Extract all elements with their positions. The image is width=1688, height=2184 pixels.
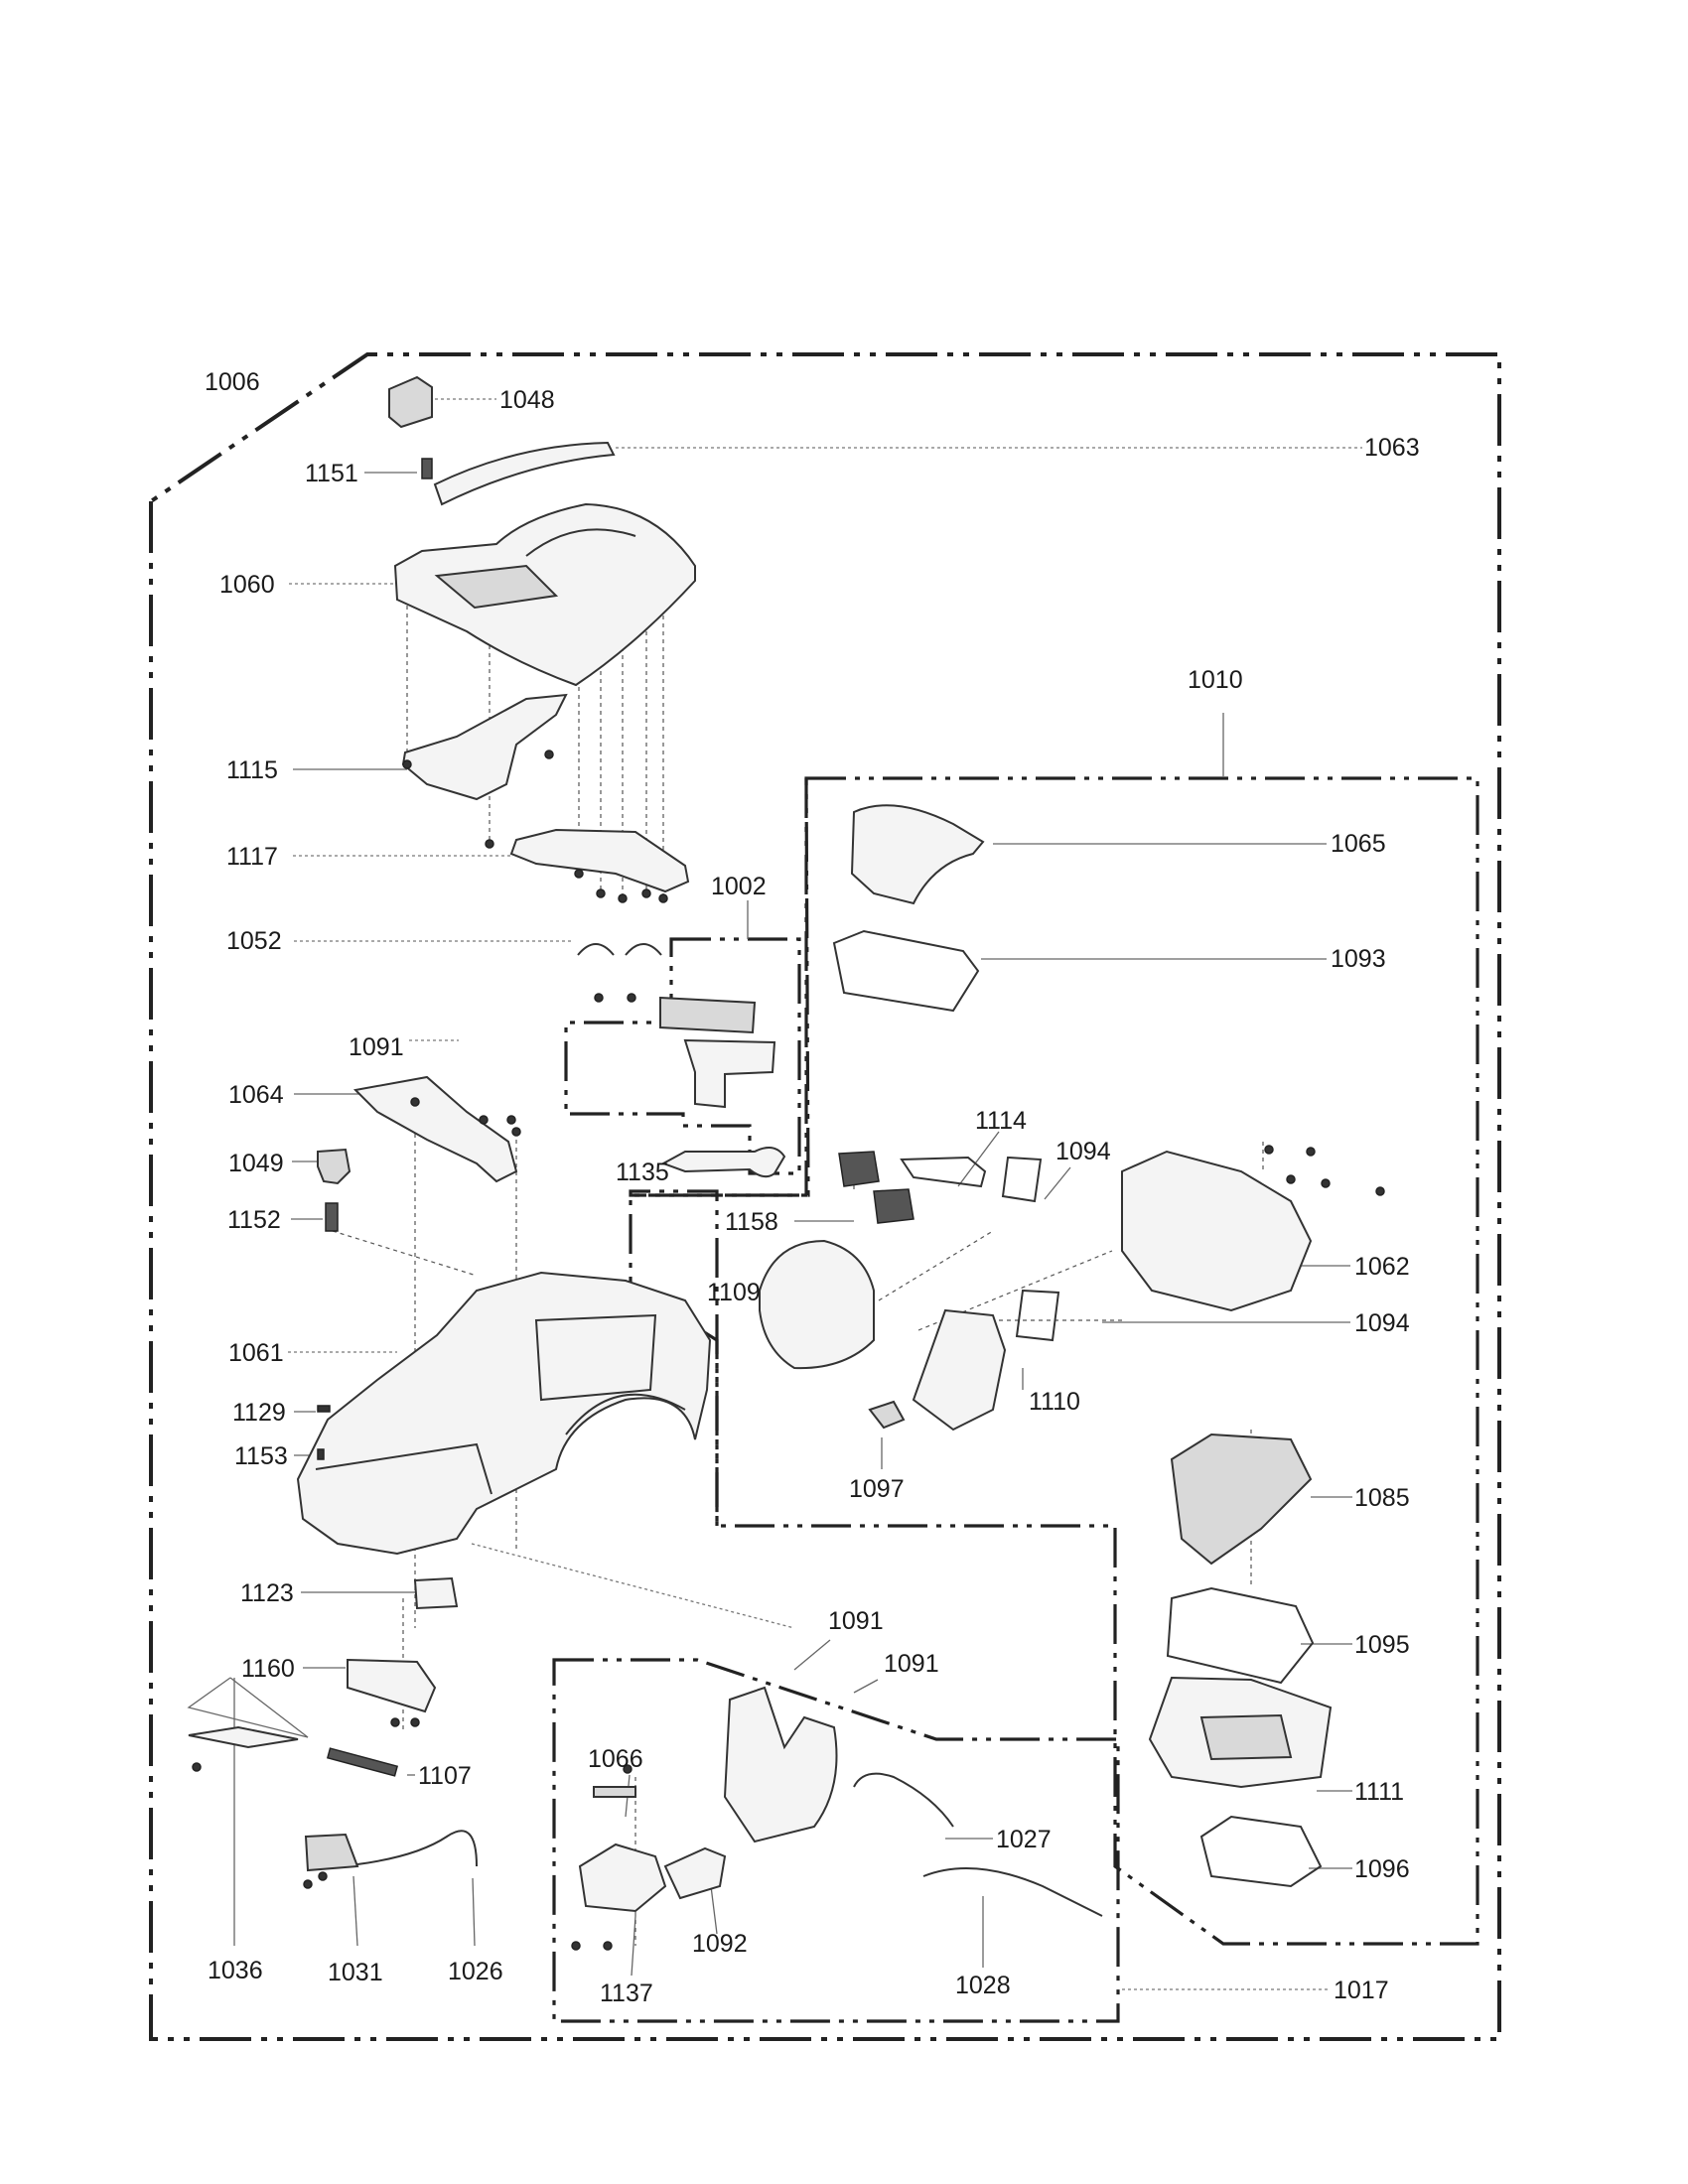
part-1094b [1015, 1289, 1060, 1342]
callout-1096: 1096 [1354, 1855, 1410, 1883]
part-1052b [625, 943, 662, 956]
callout-1091a: 1091 [349, 1033, 404, 1061]
callout-1117: 1117 [226, 843, 278, 871]
part-1052a [577, 943, 615, 956]
callout-1062: 1062 [1354, 1253, 1410, 1281]
callout-1026: 1026 [448, 1958, 503, 1985]
part-1061 [296, 1271, 712, 1556]
part-1048 [388, 375, 433, 429]
part-1092 [663, 1846, 727, 1900]
callout-1006: 1006 [205, 368, 260, 396]
callout-1065: 1065 [1331, 830, 1386, 858]
part-1158b [873, 1188, 914, 1224]
part-1036 [188, 1725, 299, 1749]
part-1026 [356, 1830, 478, 1867]
callout-1031: 1031 [328, 1959, 383, 1986]
callout-1091b: 1091 [828, 1607, 884, 1635]
callout-1153: 1153 [234, 1442, 288, 1470]
part-1153 [317, 1448, 325, 1460]
callout-1064: 1064 [228, 1081, 284, 1109]
callout-1092: 1092 [692, 1930, 748, 1958]
callout-1151: 1151 [305, 460, 358, 487]
boundary-1010 [629, 776, 1479, 1946]
callout-1028: 1028 [955, 1972, 1011, 1999]
part-1094a [1001, 1156, 1043, 1203]
callout-1093: 1093 [1331, 945, 1386, 973]
part-1096 [1199, 1815, 1323, 1888]
callout-1094a: 1094 [1055, 1138, 1111, 1165]
screws [192, 750, 1385, 1951]
part-1095 [1166, 1586, 1315, 1685]
callout-labels: 1006 1048 1063 1151 1060 1010 1115 1065 … [205, 368, 1420, 2007]
callout-1017: 1017 [1334, 1977, 1389, 2004]
callout-1049: 1049 [228, 1150, 284, 1177]
part-1085 [1170, 1433, 1313, 1566]
boundary-1017 [552, 1658, 1120, 2023]
part-1064 [352, 1075, 518, 1183]
callout-1091c: 1091 [884, 1650, 939, 1678]
part-1109 [759, 1239, 875, 1370]
callout-1115: 1115 [226, 756, 278, 784]
callout-1066: 1066 [588, 1745, 643, 1773]
part-1115 [401, 693, 568, 801]
part-1027 [853, 1772, 954, 1828]
callout-1095: 1095 [1354, 1631, 1410, 1659]
part-1158a [838, 1151, 880, 1187]
callout-1036: 1036 [208, 1957, 263, 1984]
part-1028 [922, 1867, 1103, 1917]
callout-1094b: 1094 [1354, 1309, 1410, 1337]
callout-1002: 1002 [711, 873, 767, 900]
callout-1109: 1109 [707, 1279, 761, 1306]
callout-1114: 1114 [975, 1107, 1027, 1135]
part-1066 [593, 1786, 636, 1798]
part-1117 [509, 828, 690, 893]
callout-1060: 1060 [219, 571, 275, 599]
callout-1027: 1027 [996, 1826, 1052, 1853]
part-1097 [868, 1400, 906, 1430]
part-1062 [1121, 1150, 1313, 1312]
part-1063 [433, 441, 616, 506]
part-1031 [304, 1833, 359, 1872]
group-boundaries [149, 352, 1501, 2041]
part-1137-handle [578, 1843, 667, 1913]
boundary-1010-inner [629, 778, 808, 1526]
callout-1160: 1160 [241, 1655, 295, 1683]
part-1002-brush [659, 996, 757, 1034]
part-1110 [912, 1308, 1007, 1432]
callout-1111: 1111 [1354, 1778, 1404, 1806]
part-1017-duct [723, 1686, 838, 1843]
part-shapes [188, 375, 1333, 1917]
callout-1010: 1010 [1188, 666, 1243, 694]
callout-1158: 1158 [725, 1208, 778, 1236]
callout-1137: 1137 [600, 1979, 653, 2007]
part-1135 [660, 1147, 786, 1178]
callout-1063: 1063 [1364, 434, 1420, 462]
part-1129 [317, 1405, 331, 1413]
callout-1110: 1110 [1029, 1388, 1080, 1416]
callout-1152: 1152 [227, 1206, 281, 1234]
callout-1129: 1129 [232, 1399, 286, 1427]
callout-1123: 1123 [240, 1579, 294, 1607]
part-1160 [347, 1658, 437, 1713]
part-1123 [413, 1576, 459, 1610]
part-1114 [900, 1156, 987, 1188]
callout-1107: 1107 [418, 1762, 472, 1790]
callout-1135: 1135 [616, 1159, 669, 1186]
callout-1052: 1052 [226, 927, 282, 955]
part-1065 [850, 804, 985, 905]
callout-1085: 1085 [1354, 1484, 1410, 1512]
part-1152 [325, 1202, 339, 1232]
boundary-1002 [564, 937, 801, 1175]
part-1049 [317, 1148, 352, 1185]
callout-1048: 1048 [499, 386, 555, 414]
part-1002-tool [683, 1038, 776, 1109]
part-1093 [832, 929, 980, 1013]
part-1151 [421, 458, 433, 479]
callout-1061: 1061 [228, 1339, 284, 1367]
callout-1097: 1097 [849, 1475, 905, 1503]
part-1107 [326, 1747, 399, 1777]
leader-lines [187, 398, 1362, 1990]
